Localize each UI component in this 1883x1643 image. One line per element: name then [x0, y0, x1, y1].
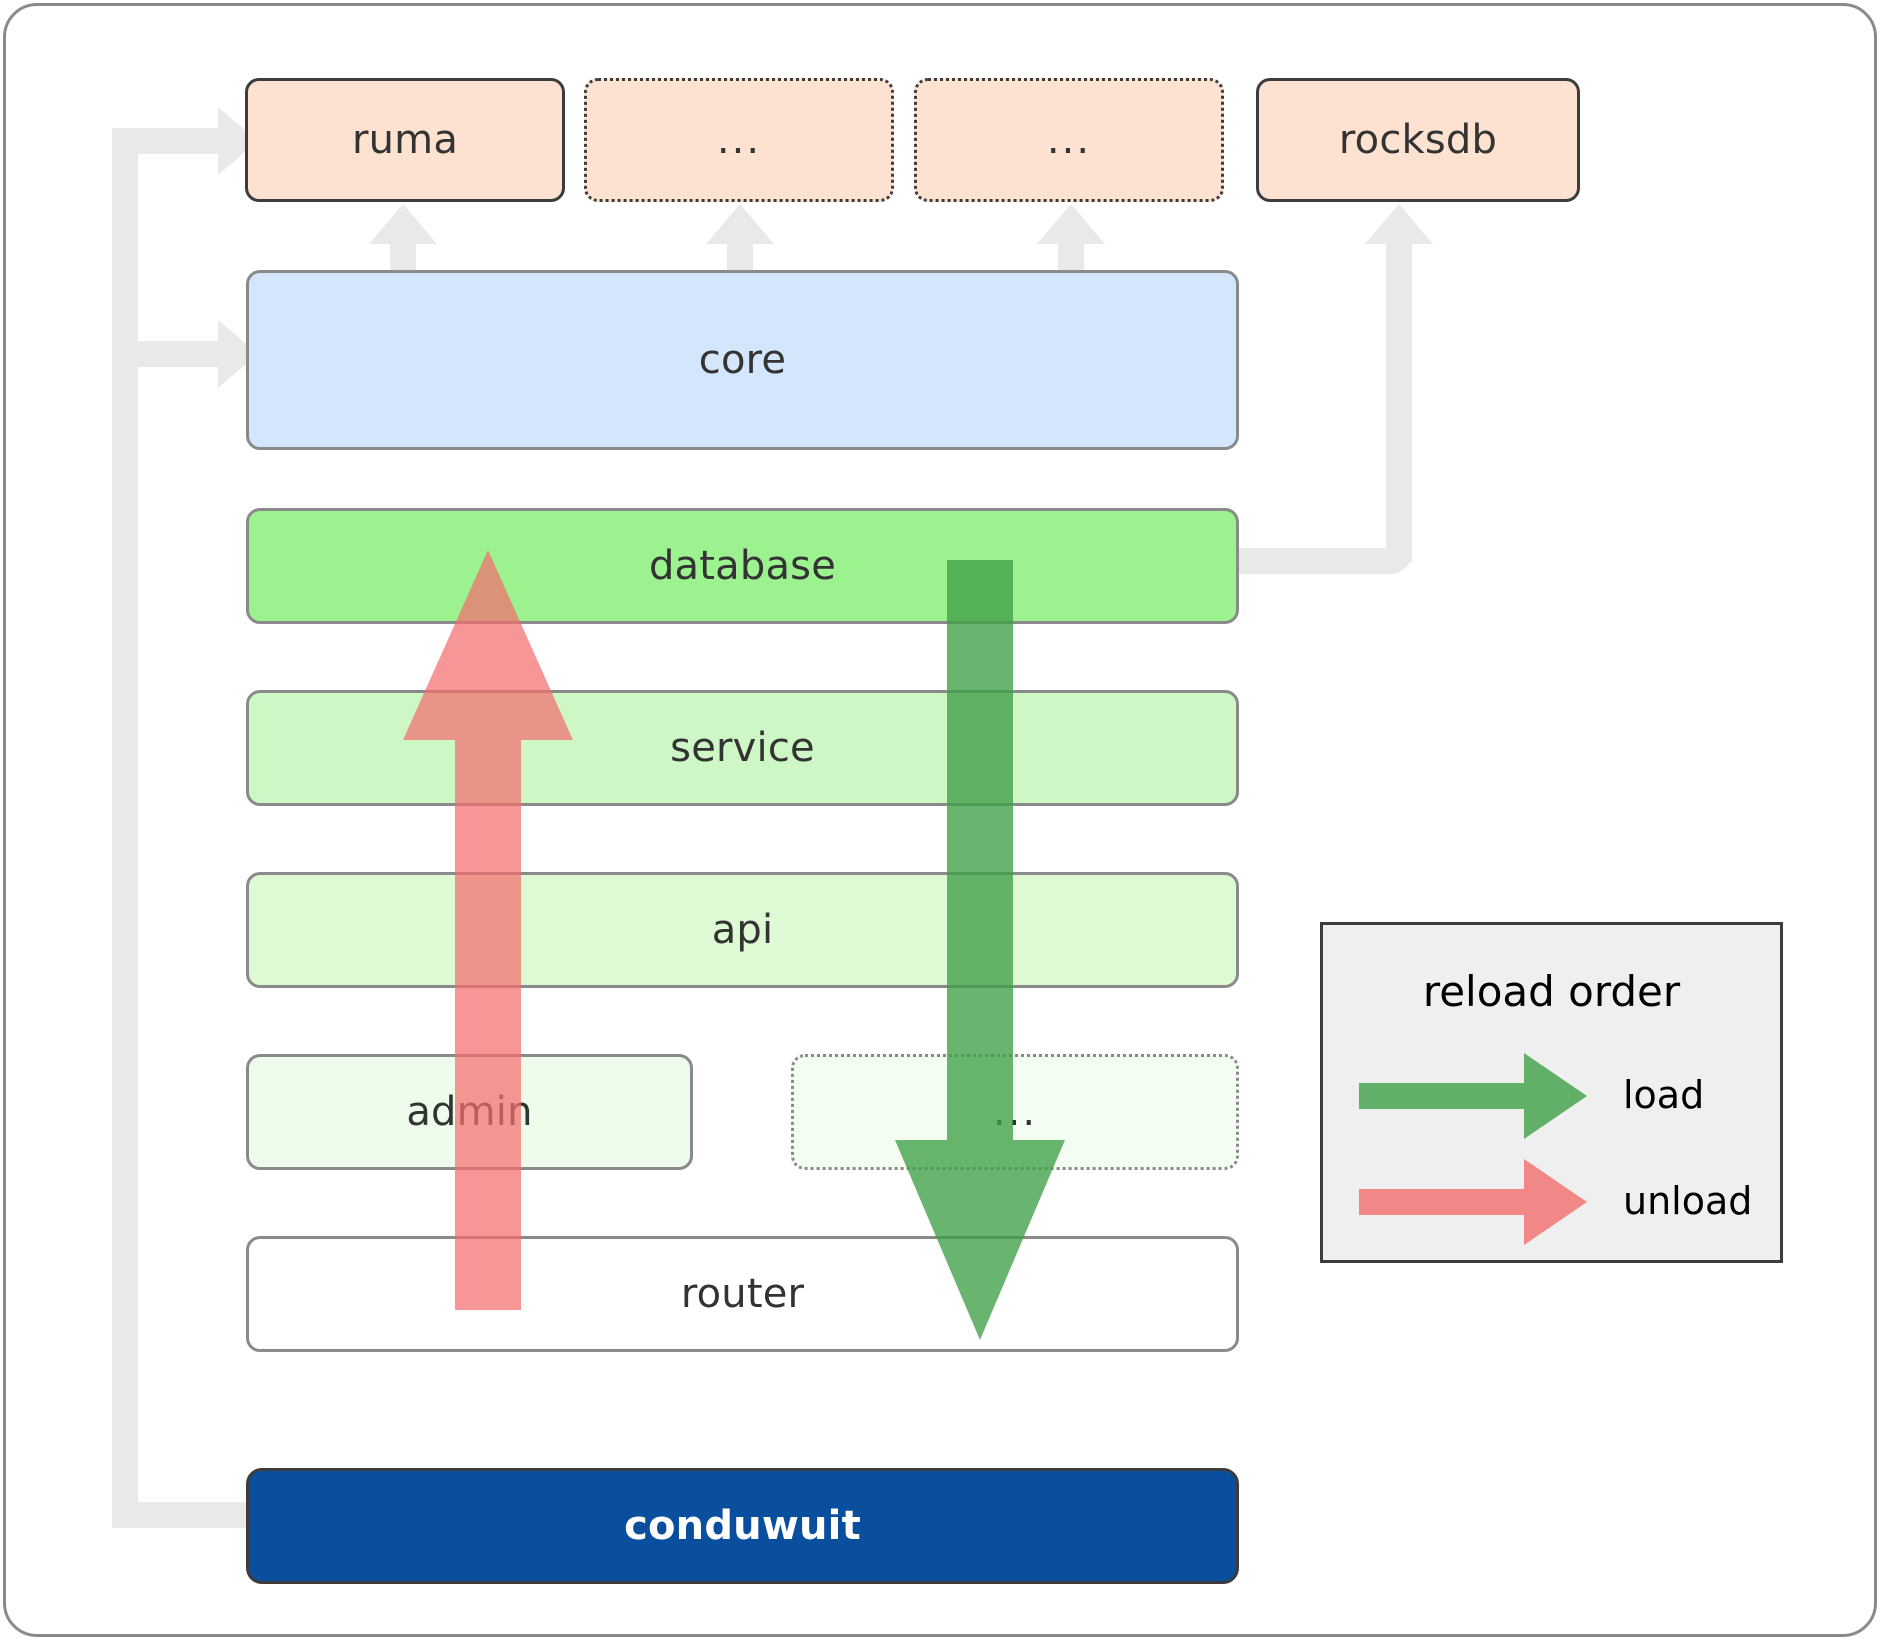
layer-label-api: api: [711, 907, 774, 953]
layer-label-service: service: [670, 725, 815, 771]
connector-database-to-rocksdb-arrowhead: [1365, 204, 1433, 244]
dependency-label-ruma: ruma: [351, 117, 459, 163]
legend-label-unload: unload: [1623, 1179, 1753, 1223]
connector-to-core-horizontal: [112, 341, 222, 367]
legend-arrow-load: [1359, 1053, 1589, 1139]
layer-box-service[interactable]: service: [246, 690, 1239, 806]
dependency-box-ellipsis-2[interactable]: ...: [914, 78, 1224, 202]
layer-label-core: core: [698, 337, 787, 383]
layer-box-database[interactable]: database: [246, 508, 1239, 624]
layer-label-database: database: [648, 543, 837, 589]
dependency-label-ellipsis-2: ...: [1046, 117, 1092, 163]
connector-database-to-rocksdb-vertical: [1386, 232, 1412, 562]
connector-left-vertical-spine: [112, 128, 138, 1528]
dependency-box-rocksdb[interactable]: rocksdb: [1256, 78, 1580, 202]
layer-box-api[interactable]: api: [246, 872, 1239, 988]
dependency-box-ruma[interactable]: ruma: [245, 78, 565, 202]
application-box-conduwuit[interactable]: conduwuit: [246, 1468, 1239, 1584]
connector-core-to-dep2-arrowhead: [1037, 204, 1105, 244]
legend-label-load: load: [1623, 1073, 1705, 1117]
layer-label-router: router: [680, 1271, 805, 1317]
legend-arrow-unload: [1359, 1159, 1589, 1245]
legend-panel: reload order load unload: [1320, 922, 1783, 1263]
dependency-box-ellipsis-1[interactable]: ...: [584, 78, 894, 202]
application-label-conduwuit: conduwuit: [624, 1503, 861, 1549]
connector-core-to-ruma-arrowhead: [369, 204, 437, 244]
layer-box-core[interactable]: core: [246, 270, 1239, 450]
connector-core-to-dep1-arrowhead: [706, 204, 774, 244]
connector-conduwuit-horizontal: [112, 1502, 252, 1528]
connector-database-to-rocksdb-horizontal: [1232, 548, 1412, 574]
dependency-label-ellipsis-1: ...: [716, 117, 762, 163]
layer-box-router[interactable]: router: [246, 1236, 1239, 1352]
dependency-label-rocksdb: rocksdb: [1338, 117, 1498, 163]
connector-to-ruma-horizontal: [112, 128, 222, 154]
unload-flow-arrow: [388, 540, 588, 1320]
load-flow-arrow: [880, 560, 1080, 1350]
legend-title: reload order: [1422, 967, 1681, 1016]
